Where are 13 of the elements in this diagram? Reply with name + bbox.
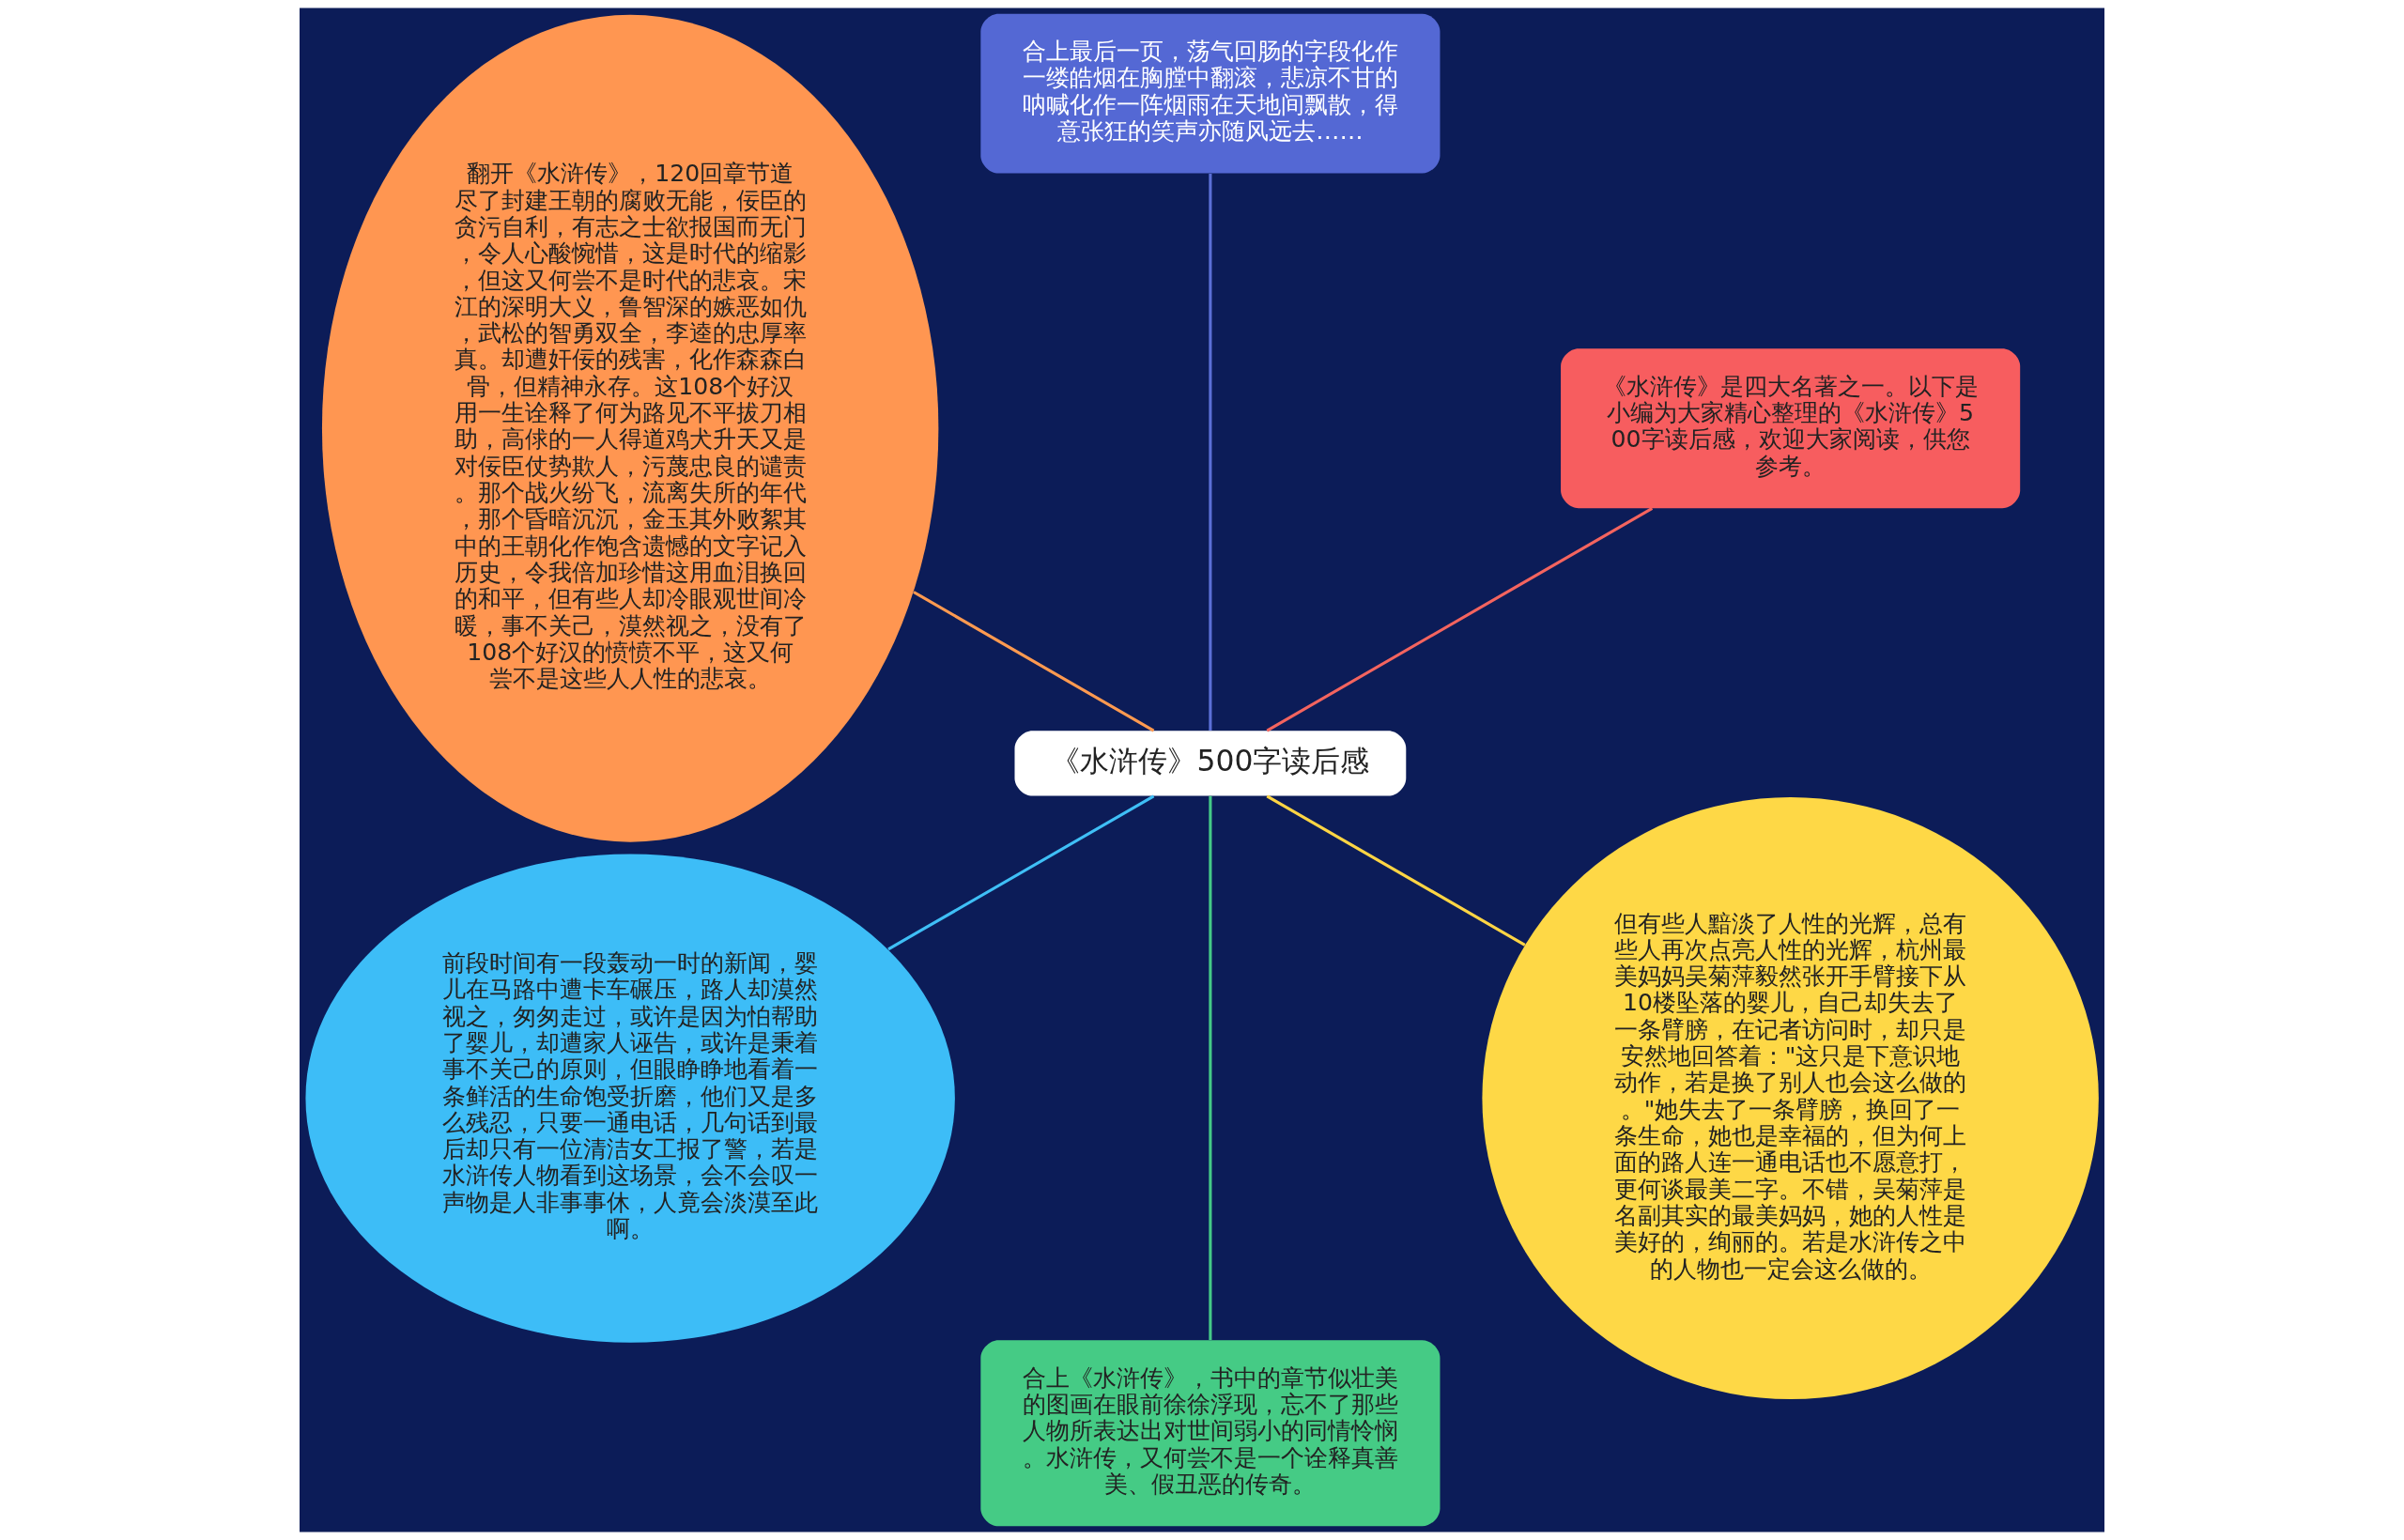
node-ellipse: 前段时间有一段轰动一时的新闻，婴儿在马路中遭卡车碾压，路人却漠然视之，匆匆走过，或许是因为怕帮助了婴儿，却遭家人诬告，或许是秉着事不关己的原则，但眼睁睁地看着一条鲜活的生命饱受折磨，他们又是多么残忍，只要一通电话，几句话到最后却只有一位清洁女工报了警，若是水浒传人物看到这场景，会不会叹一声物是人非事事休，人竟会淡漠至此啊。	[305, 854, 955, 1343]
connector	[1266, 506, 1654, 732]
node-ellipse: 翻开《水浒传》，120回章节道尽了封建王朝的腐败无能，佞臣的贪污自利，有志之士欲报国而无门，令人心酸惋惜，这是时代的缩影，但这又何尝不是时代的悲哀。宋江的深明大义，鲁智深的嫉恶如仇，武松的智勇双全，李逵的忠厚率真。却遭奸佞的残害，化作森森白骨，但精神永存。这108个好汉用一生诠释了何为路见不平拔刀相助，高俅的一人得道鸡犬升天又是对佞臣仗势欺人，污蔑忠良的谴责。那个战火纷飞，流离失所的年代，那个昏暗沉沉，金玉其外败絮其中的王朝化作饱含遗憾的文字记入历史，令我倍加珍惜这用血泪换回的和平，但有些人却冷眼观世间冷暖，事不关己，漠然视之，没有了108个好汉的愤愤不平，这又何尝不是这些人人性的悲哀。	[321, 14, 939, 842]
connector	[1209, 173, 1212, 732]
node-box: 合上最后一页，荡气回肠的字段化作一缕皓烟在胸膛中翻滚，悲凉不甘的呐喊化作一阵烟雨在天地间飘散，得意张狂的笑声亦随风远去……	[980, 13, 1441, 174]
node-circle: 但有些人黯淡了人性的光辉，总有些人再次点亮人性的光辉，杭州最美妈妈吴菊萍毅然张开手臂接下从10楼坠落的婴儿，自己却失去了一条臂膀，在记者访问时，却只是安然地回答着："这只是下意识地动作，若是换了别人也会这么做的。"她失去了一条臂膀，换回了一条生命，她也是幸福的，但为何上面的路人连一通电话也不愿意打，更何谈最美二字。不错，吴菊萍是名副其实的最美妈妈，她的人性是美好的，绚丽的。若是水浒传之中的人物也一定会这么做的。	[1482, 797, 2099, 1400]
node-box: 《水浒传》500字读后感	[1014, 731, 1407, 796]
connector	[1209, 795, 1212, 1341]
connector	[1266, 794, 1526, 947]
connector	[887, 794, 1155, 951]
node-box: 《水浒传》是四大名著之一。以下是小编为大家精心整理的《水浒传》500字读后感，欢迎大家阅读，供您参考。	[1561, 348, 2021, 509]
node-box: 合上《水浒传》，书中的章节似壮美的图画在眼前徐徐浮现，忘不了那些人物所表达出对世间弱小的同情怜悯。水浒传，又何尝不是一个诠释真善美、假丑恶的传奇。	[980, 1340, 1441, 1527]
connector	[913, 591, 1155, 732]
